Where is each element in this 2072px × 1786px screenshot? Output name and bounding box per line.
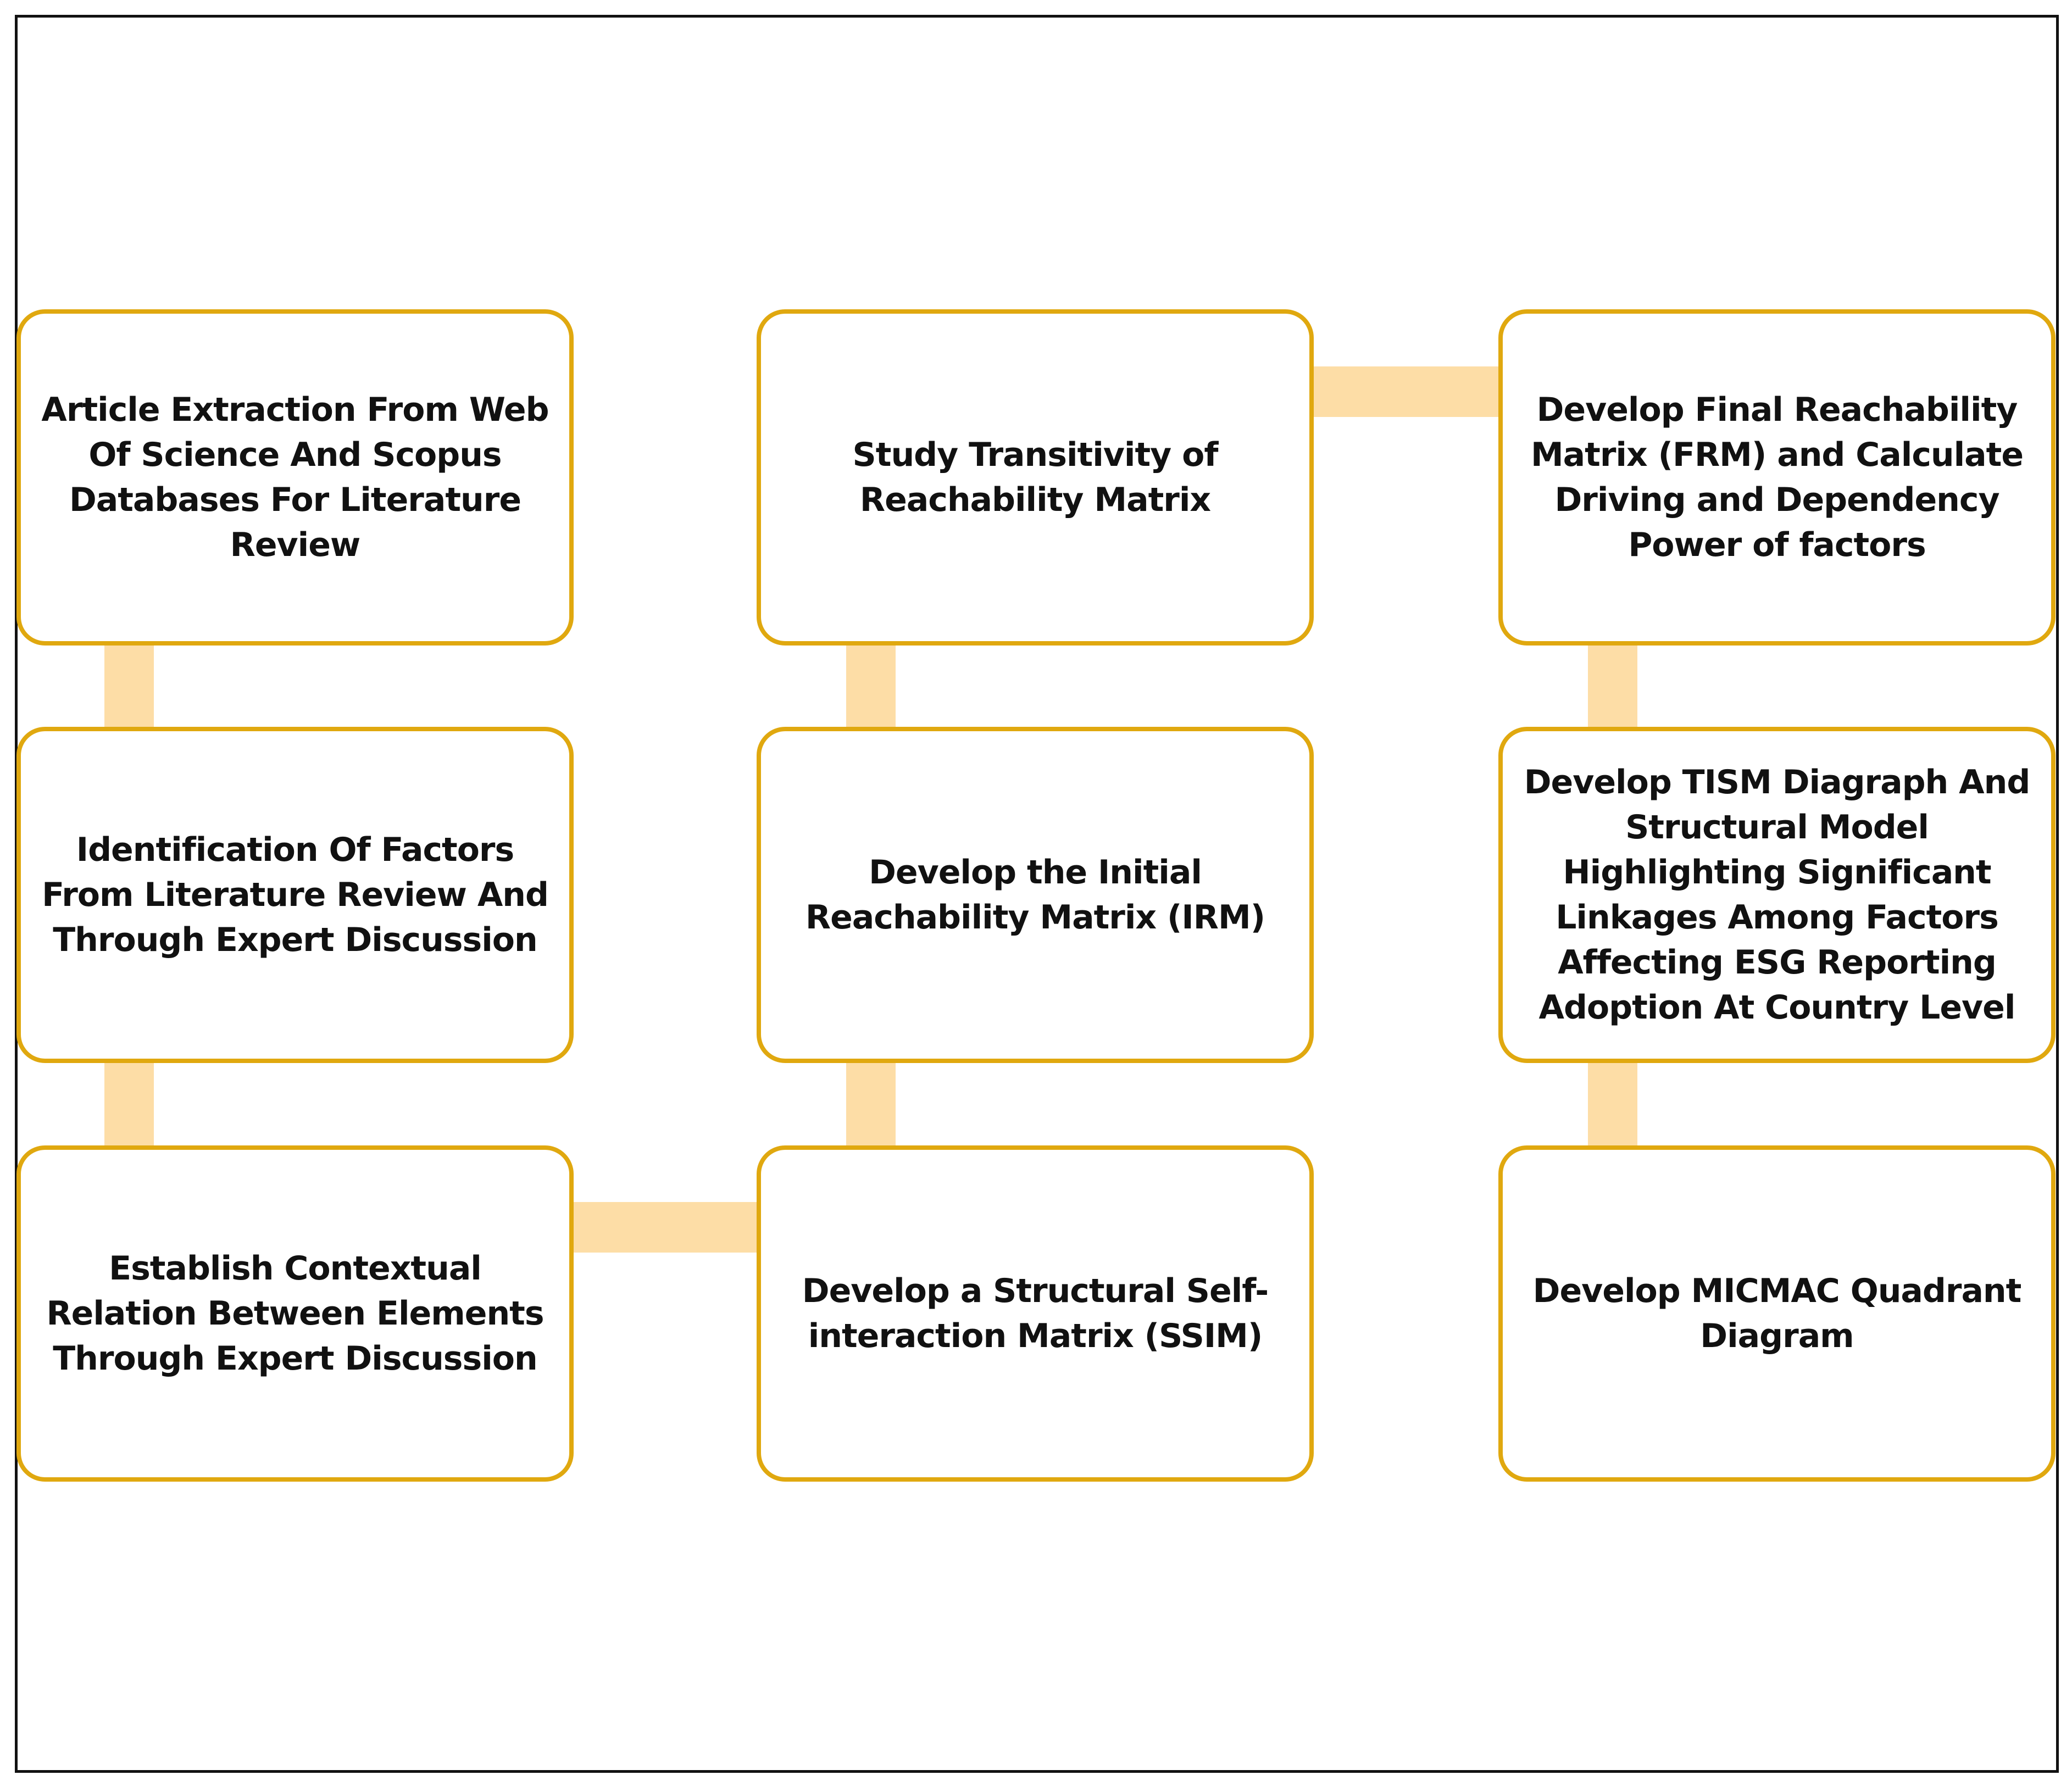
step-study-transitivity: Study Transitivity of Reachability Matri… bbox=[757, 309, 1314, 646]
step-label: Study Transitivity of Reachability Matri… bbox=[852, 436, 1219, 519]
step-establish-contextual-relation: Establish Contextual Relation Between El… bbox=[16, 1145, 574, 1482]
step-label: Article Extraction From Web Of Science A… bbox=[41, 391, 549, 564]
connector-step-3-to-step-4 bbox=[574, 1202, 757, 1253]
outer-frame bbox=[15, 15, 2059, 1773]
step-develop-frm: Develop Final Reachability Matrix (FRM) … bbox=[1498, 309, 2056, 646]
step-develop-tism-diagraph: Develop TISM Diagraph And Structural Mod… bbox=[1498, 727, 2056, 1063]
connector-step-2-to-step-3 bbox=[104, 1063, 154, 1145]
step-label: Develop TISM Diagraph And Structural Mod… bbox=[1524, 763, 2031, 1027]
step-develop-ssim: Develop a Structural Self-interaction Ma… bbox=[757, 1145, 1314, 1482]
step-article-extraction: Article Extraction From Web Of Science A… bbox=[16, 309, 574, 646]
step-label: Develop the Initial Reachability Matrix … bbox=[805, 853, 1265, 937]
step-identification-of-factors: Identification Of Factors From Literatur… bbox=[16, 727, 574, 1063]
connector-step-1-to-step-2 bbox=[104, 646, 154, 727]
step-label: Identification Of Factors From Literatur… bbox=[42, 831, 549, 959]
connector-step-4-to-step-5 bbox=[846, 1063, 896, 1145]
step-label: Establish Contextual Relation Between El… bbox=[46, 1249, 544, 1378]
step-label: Develop MICMAC Quadrant Diagram bbox=[1532, 1272, 2022, 1355]
step-label: Develop Final Reachability Matrix (FRM) … bbox=[1530, 391, 2024, 564]
connector-step-6-to-step-7 bbox=[1314, 366, 1498, 417]
connector-step-5-to-step-6 bbox=[846, 646, 896, 727]
step-develop-micmac: Develop MICMAC Quadrant Diagram bbox=[1498, 1145, 2056, 1482]
step-label: Develop a Structural Self-interaction Ma… bbox=[802, 1272, 1269, 1355]
connector-step-7-to-step-8 bbox=[1588, 646, 1637, 727]
connector-step-8-to-step-9 bbox=[1588, 1063, 1637, 1145]
step-develop-irm: Develop the Initial Reachability Matrix … bbox=[757, 727, 1314, 1063]
